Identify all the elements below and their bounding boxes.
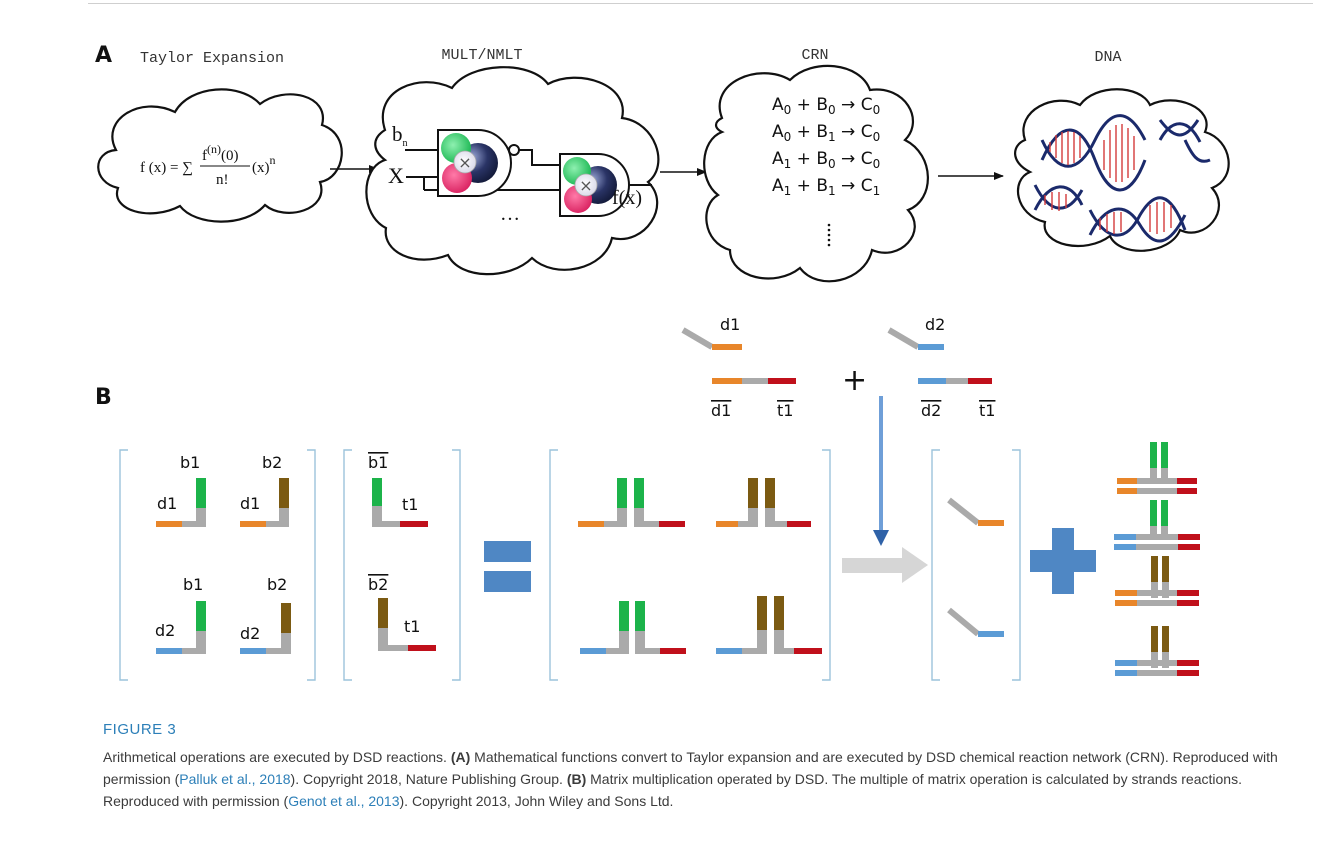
top-strand-d1: d1 d1 t1	[681, 315, 796, 420]
result-matrix	[578, 478, 822, 654]
gate-ellipsis: …	[500, 203, 520, 225]
matrix2: b1 t1 b2 t1	[368, 453, 436, 651]
formula-tail: (x)n	[252, 153, 276, 176]
m1-label-b1-top: b1	[180, 453, 200, 472]
cloud-taylor	[97, 88, 343, 223]
gate-diagram: bn X × … × f(x)	[388, 122, 652, 225]
label-t1bar-b: t1	[979, 401, 995, 420]
result-cell-11	[578, 478, 685, 527]
result-cell-22	[716, 596, 822, 654]
caption-sentence-5: ). Copyright 2013, John Wiley and Sons L…	[399, 793, 674, 809]
matrix1-brackets	[119, 449, 316, 681]
formula-numerator: f(n)(0)	[202, 142, 239, 164]
reaction-line: A0 + B0 → C0	[772, 95, 880, 117]
stage-title-dna: DNA	[1094, 49, 1121, 66]
panel-a: A Taylor Expansion MULT/NMLT CRN DNA f (…	[95, 43, 1230, 283]
output-label: f(x)	[612, 187, 642, 209]
panel-b-letter: B	[95, 385, 112, 410]
top-strand-d2: d2 d2 t1	[887, 315, 995, 420]
m1-label-b2-bottom: b2	[267, 575, 287, 594]
result-cell-21	[580, 601, 686, 654]
result-brackets	[549, 449, 831, 681]
panel-b: B d1 d1 t1 + d2 d2 t1	[95, 315, 1200, 681]
caption-sentence-4: Matrix multiplication operated by DSD. T…	[103, 771, 1242, 809]
m1-label-d2-bottom-right: d2	[240, 624, 260, 643]
m2-label-b1bar: b1	[368, 453, 388, 472]
stage-title-taylor: Taylor Expansion	[140, 50, 284, 67]
reference-palluk[interactable]: Palluk et al., 2018	[179, 771, 291, 787]
waste-strands	[947, 497, 1004, 637]
input-b-label: bn	[392, 122, 408, 149]
reaction-continuation-dots	[827, 223, 831, 247]
m1-label-d1-top: d1	[157, 494, 177, 513]
gate1-multiply-node	[453, 150, 477, 174]
reaction-line: A0 + B1 → C0	[772, 122, 880, 144]
m2-label-t1-bottom: t1	[404, 617, 420, 636]
caption-sentence-2: Mathematical functions convert to Taylor…	[103, 749, 1278, 787]
label-d2bar: d2	[921, 401, 941, 420]
taylor-formula: f (x) = ∑ f(n)(0) n! (x)n	[140, 142, 276, 188]
figure-number: FIGURE 3	[103, 721, 177, 738]
result-cell-12	[716, 478, 811, 527]
gate1-output-wire	[519, 149, 560, 166]
reaction-line: A1 + B1 → C1	[772, 176, 880, 198]
formula-denominator: n!	[216, 172, 229, 188]
caption-sentence-3: ). Copyright 2018, Nature Publishing Gro…	[290, 771, 567, 787]
caption-tag-b: (B)	[566, 771, 587, 787]
label-t1bar-a: t1	[777, 401, 793, 420]
reaction-line: A1 + B0 → C0	[772, 149, 880, 171]
m2-label-t1-top: t1	[402, 495, 418, 514]
stage-title-crn: CRN	[801, 47, 828, 64]
gray-reaction-arrow	[842, 547, 928, 583]
product-duplex-1	[1117, 442, 1197, 494]
caption-text: Arithmetical operations are executed by …	[103, 746, 1303, 812]
product-duplex-2	[1114, 500, 1200, 550]
caption-tag-a: (A)	[450, 749, 471, 765]
reference-genot[interactable]: Genot et al., 2013	[288, 793, 400, 809]
equals-sign-icon	[484, 541, 531, 592]
formula-lhs: f (x) = ∑	[140, 160, 193, 176]
m1-label-b2-top: b2	[262, 453, 282, 472]
m1-label-d1-top-right: d1	[240, 494, 260, 513]
caption-sentence-1: Arithmetical operations are executed by …	[103, 749, 451, 765]
dna-helices	[1033, 114, 1211, 243]
top-divider	[88, 3, 1313, 4]
label-d1-top: d1	[720, 315, 740, 334]
matrix2-brackets	[343, 449, 461, 681]
cloud-crn	[703, 64, 929, 283]
gate1-times-icon: ×	[458, 153, 471, 172]
product-duplex-4	[1115, 626, 1199, 676]
nand-bubble	[508, 144, 520, 156]
m1-label-b1-bottom: b1	[183, 575, 203, 594]
label-d2-top: d2	[925, 315, 945, 334]
product-duplex-3	[1115, 556, 1199, 606]
input-x-label: X	[388, 163, 404, 188]
matrix1: b1 d1 b2 d1 b1 d2 b2 d2	[155, 453, 291, 654]
panel-a-letter: A	[95, 43, 112, 68]
plus-sign-icon	[1030, 528, 1096, 594]
reactant-plus: +	[842, 363, 867, 398]
gate2-multiply-node	[574, 173, 598, 197]
m1-label-d2-bottom: d2	[155, 621, 175, 640]
waste-brackets	[931, 449, 1021, 681]
label-d1bar: d1	[711, 401, 731, 420]
vertical-blue-arrow	[873, 396, 889, 546]
stage-title-mult: MULT/NMLT	[441, 47, 522, 64]
gate2-times-icon: ×	[579, 176, 592, 195]
figure-caption: FIGURE 3 Arithmetical operations are exe…	[103, 720, 1303, 812]
m2-label-b2bar: b2	[368, 575, 388, 594]
cloud-mult	[365, 66, 660, 276]
reaction-list: A0 + B0 → C0 A0 + B1 → C0 A1 + B0 → C0 A1 +…	[772, 95, 880, 198]
